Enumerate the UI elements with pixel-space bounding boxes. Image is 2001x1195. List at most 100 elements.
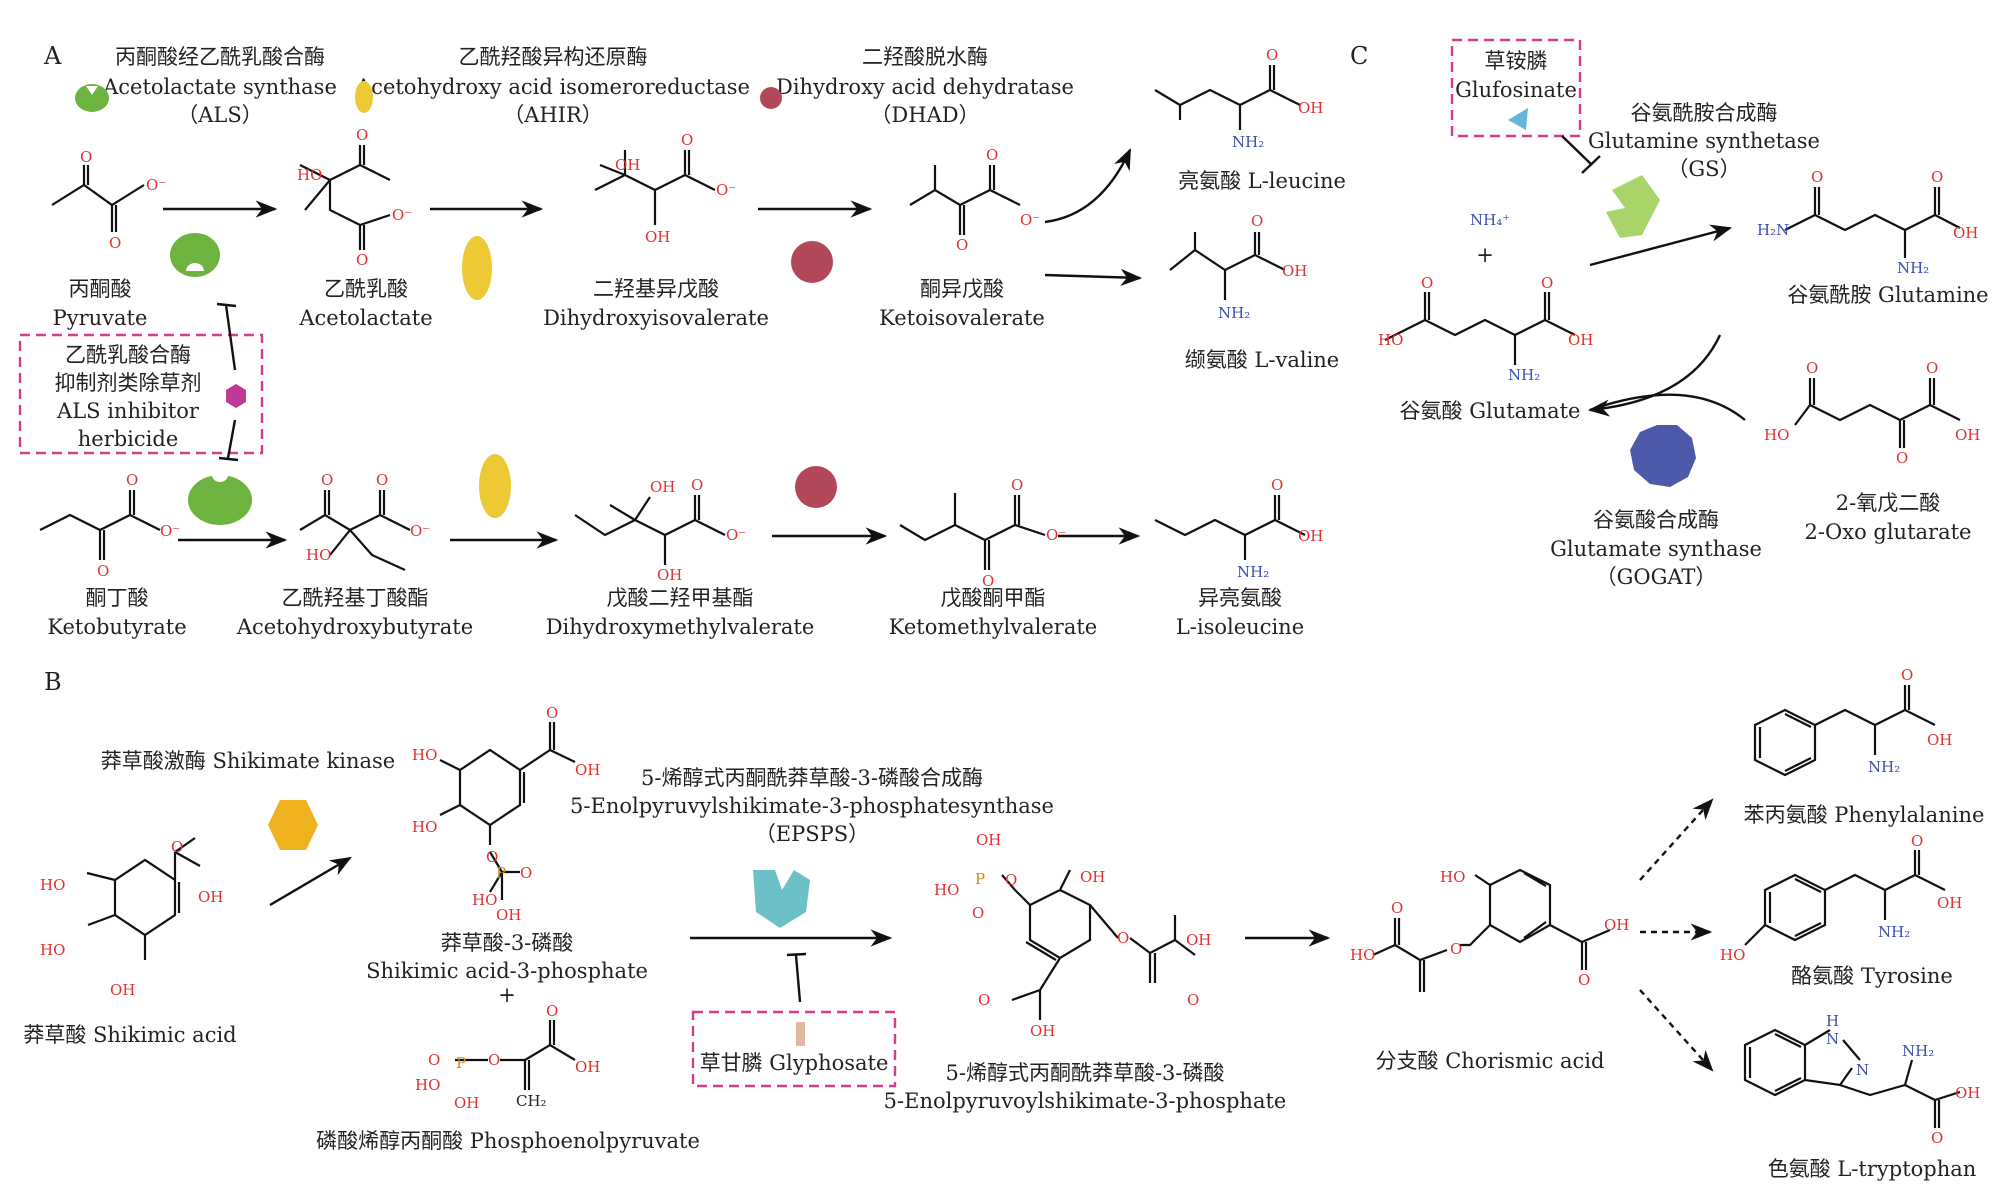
atom-o: O [986, 146, 998, 164]
atom-nh2: NH₂ [1868, 758, 1900, 776]
eps3p-en-label: 5-Enolpyruvoylshikimate-3-phosphate [884, 1089, 1287, 1113]
reaction-arrow [1589, 224, 1733, 267]
atom-oh: OH [496, 906, 521, 924]
atom-ho: HO [415, 1076, 440, 1094]
atom-o: O [972, 904, 984, 922]
atom-o-minus: O⁻ [716, 181, 736, 199]
legend-dhad: 二羟酸脱水酶 Dihydroxy acid dehydratase （DHAD） [760, 45, 1074, 127]
atom-ho: HO [1764, 426, 1789, 444]
pyruvate-en-label: Pyruvate [53, 306, 148, 330]
als-inhibitor-en2: herbicide [78, 427, 179, 451]
atom-o: O [546, 1002, 558, 1020]
atom-nh2: NH₂ [1232, 133, 1264, 151]
atom-oh: OH [198, 888, 223, 906]
kiv-structure: O O O⁻ [909, 146, 1040, 254]
dhiv-cn-label: 二羟基异戊酸 [593, 277, 719, 301]
gogat-abbr-label: （GOGAT） [1596, 565, 1717, 589]
atom-o: O [1005, 871, 1017, 889]
tryptophan-structure: H N N NH₂ OH O [1743, 1012, 1980, 1147]
atom-o-minus: O⁻ [392, 206, 412, 224]
pep-structure: O P O O OH HO OH CH₂ [415, 1002, 600, 1112]
atom-o: O [1911, 832, 1923, 850]
als-icon [75, 84, 109, 112]
atom-nh2: NH₂ [1902, 1042, 1934, 1060]
dhmv-structure: OH O O⁻ OH [574, 476, 746, 584]
atom-o: O [1117, 929, 1129, 947]
gs-en-label: Glutamine synthetase [1588, 129, 1820, 153]
als-inhibitor-cn1: 乙酰乳酸合酶 [65, 343, 191, 367]
isoleucine-cn-label: 异亮氨酸 [1198, 586, 1282, 610]
epsps-abbr-label: （EPSPS） [755, 822, 869, 846]
inhibition-bar [218, 456, 239, 462]
atom-p: P [496, 864, 506, 882]
ahb-cn-label: 乙酰羟基丁酸酯 [282, 586, 429, 610]
atom-o: O [321, 471, 333, 489]
atom-o: O [1266, 46, 1278, 64]
reaction-arrow [1044, 148, 1132, 224]
atom-o: O [356, 251, 368, 269]
atom-o: O [691, 476, 703, 494]
eps3p-cn-label: 5-烯醇式丙酮酰莽草酸-3-磷酸 [945, 1061, 1224, 1085]
atom-oh: OH [1080, 868, 1105, 886]
glyphosate-box [691, 1010, 897, 1088]
atom-ho: HO [1350, 946, 1375, 964]
glufosinate-box [1450, 38, 1582, 138]
atom-o-minus: O⁻ [410, 522, 430, 540]
atom-oh: OH [976, 831, 1001, 849]
glyphosate-icon [796, 1022, 805, 1046]
glutamine-structure: O O H₂N OH NH₂ [1757, 168, 1978, 277]
ahir-enzyme-icon-2 [479, 454, 511, 518]
dhad-enzyme-icon [791, 241, 833, 283]
dhad-icon [760, 87, 782, 109]
atom-nh2: NH₂ [1237, 563, 1269, 581]
glufosinate-cn-label: 草铵膦 [1485, 49, 1548, 73]
atom-o: O [1806, 359, 1818, 377]
atom-o: O [486, 848, 498, 866]
epsps-en-label: 5-Enolpyruvylshikimate-3-phosphatesyntha… [570, 794, 1054, 818]
atom-ho: HO [1378, 331, 1403, 349]
dhiv-en-label: Dihydroxyisovalerate [543, 306, 769, 330]
ahir-en-label: Acetohydroxy acid isomeroreductase [355, 75, 750, 99]
atom-oh: OH [1030, 1022, 1055, 1040]
atom-o-minus: O⁻ [726, 526, 746, 544]
dhmv-en-label: Dihydroxymethylvalerate [546, 615, 815, 639]
shikimate-kinase-label: 莽草酸激酶 Shikimate kinase [101, 749, 395, 773]
phenylalanine-structure: O OH NH₂ [1753, 666, 1952, 777]
pep-label: 磷酸烯醇丙酮酸 Phosphoenolpyruvate [316, 1129, 700, 1153]
atom-o-minus: O⁻ [146, 176, 166, 194]
atom-o: O [1896, 449, 1908, 467]
atom-oh: OH [657, 566, 682, 584]
atom-o: O [978, 991, 990, 1009]
atom-ho: HO [306, 546, 331, 564]
epsps-enzyme-icon [753, 870, 810, 928]
atom-oh: OH [1282, 262, 1307, 280]
reaction-arrow [269, 856, 352, 907]
atom-o: O [1011, 476, 1023, 494]
atom-o: O [1271, 476, 1283, 494]
atom-oh: OH [615, 156, 640, 174]
leucine-label: 亮氨酸 L-leucine [1178, 169, 1346, 193]
reaction-arrow-dashed [1639, 798, 1714, 881]
tyrosine-structure: O OH HO NH₂ [1720, 832, 1962, 964]
als-en-label: Acetolactate synthase [102, 75, 337, 99]
atom-o: O [520, 864, 532, 882]
tyrosine-label: 酪氨酸 Tyrosine [1791, 964, 1953, 988]
atom-o-minus: O⁻ [1046, 526, 1066, 544]
atom-o: O [681, 131, 693, 149]
dhad-abbr-label: （DHAD） [870, 103, 979, 127]
als-abbr-label: （ALS） [177, 103, 263, 127]
tryptophan-label: 色氨酸 L-tryptophan [1768, 1157, 1977, 1181]
kiv-en-label: Ketoisovalerate [879, 306, 1045, 330]
glutamate-label: 谷氨酸 Glutamate [1400, 399, 1581, 423]
atom-ho: HO [412, 746, 437, 764]
atom-ho: HO [1720, 946, 1745, 964]
gogat-cn-label: 谷氨酸合成酶 [1593, 508, 1719, 532]
atom-oh: OH [650, 478, 675, 496]
ahb-en-label: Acetohydroxybutyrate [236, 615, 473, 639]
shikimic-acid-label: 莽草酸 Shikimic acid [23, 1023, 236, 1047]
atom-o: O [982, 572, 994, 590]
ahb-structure: O O O⁻ HO [299, 471, 430, 572]
atom-o: O [376, 471, 388, 489]
atom-nh2: NH₂ [1508, 366, 1540, 384]
